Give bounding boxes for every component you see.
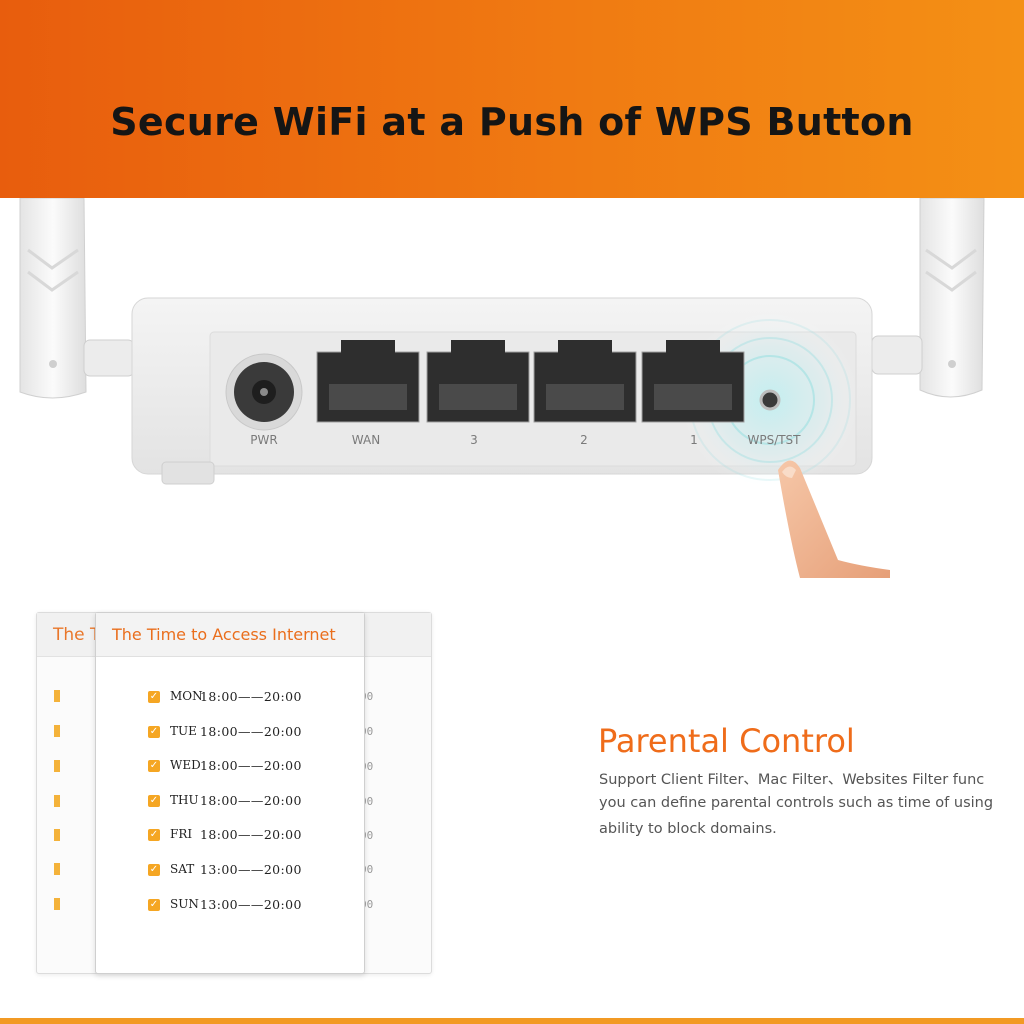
wps-button [759,389,781,411]
schedule-row-fri: ✓ FRI 18:00——20:00 [148,827,302,862]
parental-control-line-2: you can define parental controls such as… [599,795,994,811]
ethernet-port-wan [316,340,420,423]
schedule-time: 18:00——20:00 [200,723,302,739]
back-checkbox [54,725,60,737]
banner-title: Secure WiFi at a Push of WPS Button [110,100,914,144]
port-label-wan: WAN [352,433,380,447]
ethernet-port-3 [426,340,530,423]
finger-icon [778,460,890,578]
port-label-pwr: PWR [250,433,277,447]
bottom-accent-strip [0,1018,1024,1024]
parental-control-title: Parental Control [598,722,855,760]
schedule-day: MON [170,689,203,703]
schedule-day: WED [170,758,201,773]
schedule-row-mon: ✓ MON 18:00——20:00 [148,689,302,724]
back-checkbox [54,690,60,702]
port-label-1: 1 [690,433,698,447]
back-checkbox [54,829,60,841]
schedule-row-tue: ✓ TUE 18:00——20:00 [148,724,302,759]
schedule-time: 13:00——20:00 [200,861,302,877]
schedule-day: TUE [170,723,197,738]
schedule-panel: The Time to Access Internet ✓ MON 18:00—… [95,612,365,974]
port-label-3: 3 [470,433,478,447]
checkbox-checked-icon[interactable]: ✓ [148,725,160,738]
schedule-day: SUN [170,896,199,911]
port-label-wps: WPS/TST [747,433,801,447]
schedule-day: SAT [170,861,195,876]
schedule-time: 18:00——20:00 [200,827,302,843]
checkbox-checked-icon[interactable]: ✓ [148,863,160,876]
schedule-panel-title: The Time to Access Internet [96,613,364,657]
parental-control-line-3: ability to block domains. [599,821,777,837]
parental-control-line-1: Support Client Filter、Mac Filter、Website… [599,772,985,788]
checkbox-checked-icon[interactable]: ✓ [148,794,160,807]
schedule-time: 18:00——20:00 [200,758,302,774]
ethernet-port-1 [641,340,745,423]
checkbox-checked-icon[interactable]: ✓ [148,829,160,842]
back-checkbox [54,898,60,910]
checkbox-checked-icon[interactable]: ✓ [148,898,160,911]
schedule-time: 18:00——20:00 [200,689,302,704]
checkbox-checked-icon[interactable]: ✓ [148,691,160,703]
schedule-list: ✓ MON 18:00——20:00 ✓ TUE 18:00——20:00 ✓ … [148,689,302,931]
header-banner: Secure WiFi at a Push of WPS Button [0,0,1024,198]
port-label-2: 2 [580,433,588,447]
back-checkbox [54,863,60,875]
checkbox-checked-icon[interactable]: ✓ [148,760,160,773]
power-jack [225,353,303,431]
schedule-day: THU [170,792,199,807]
router-illustration: PWR WAN 3 2 1 WPS/TST [19,198,985,578]
schedule-row-wed: ✓ WED 18:00——20:00 [148,758,302,793]
schedule-row-sun: ✓ SUN 13:00——20:00 [148,897,302,932]
back-checkbox [54,760,60,772]
schedule-time: 18:00——20:00 [200,792,302,808]
schedule-day: FRI [170,827,193,842]
back-checkbox [54,795,60,807]
schedule-row-sat: ✓ SAT 13:00——20:00 [148,862,302,897]
schedule-time: 13:00——20:00 [200,896,302,912]
left-antenna [19,198,135,399]
ethernet-port-2 [533,340,637,423]
right-antenna [871,198,985,398]
schedule-row-thu: ✓ THU 18:00——20:00 [148,793,302,828]
